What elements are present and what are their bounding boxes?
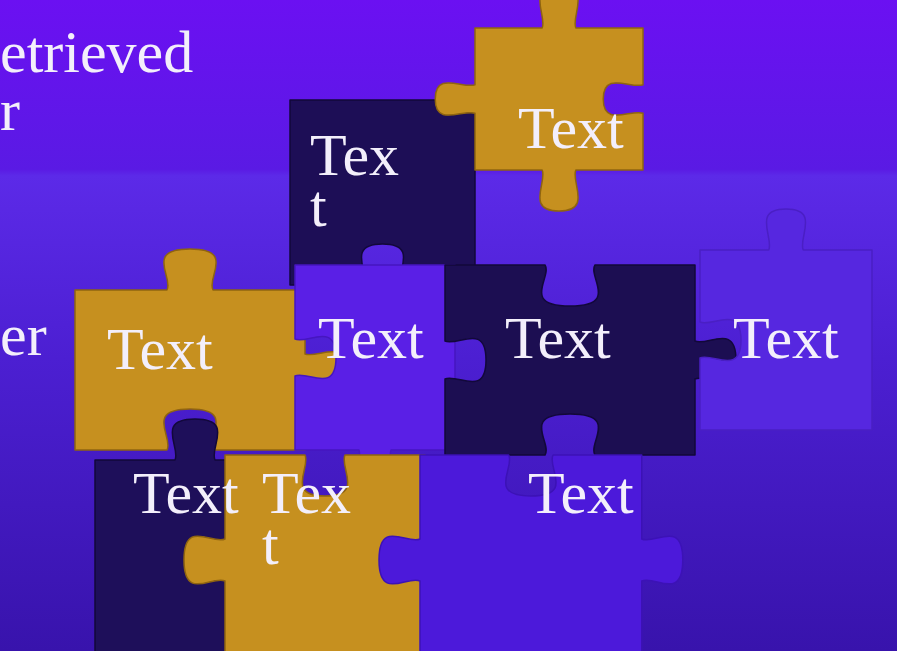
puzzle-piece: Text bbox=[430, 0, 688, 215]
piece-label: Text bbox=[505, 313, 611, 364]
piece-label: Text bbox=[107, 324, 213, 375]
piece-label: Text bbox=[518, 103, 624, 154]
piece-label: Text bbox=[733, 313, 839, 364]
puzzle-piece: Text bbox=[375, 410, 687, 651]
piece-outline bbox=[700, 209, 872, 430]
piece-label: Tex t bbox=[310, 130, 399, 232]
piece-label: Text bbox=[318, 313, 424, 364]
piece-outline bbox=[445, 265, 736, 455]
piece-outline bbox=[290, 100, 475, 285]
slide-text-fragment: er bbox=[0, 305, 47, 365]
piece-label: Text bbox=[528, 468, 634, 519]
piece-label: Tex t bbox=[262, 468, 351, 570]
puzzle-piece: Text bbox=[655, 205, 897, 475]
slide-text-fragment: etrieved bbox=[0, 22, 193, 82]
piece-outline bbox=[435, 0, 643, 211]
piece-label: Text bbox=[133, 468, 239, 519]
piece-outline bbox=[379, 455, 683, 651]
piece-shape bbox=[375, 410, 687, 651]
slide-text-fragment: r bbox=[0, 80, 20, 140]
